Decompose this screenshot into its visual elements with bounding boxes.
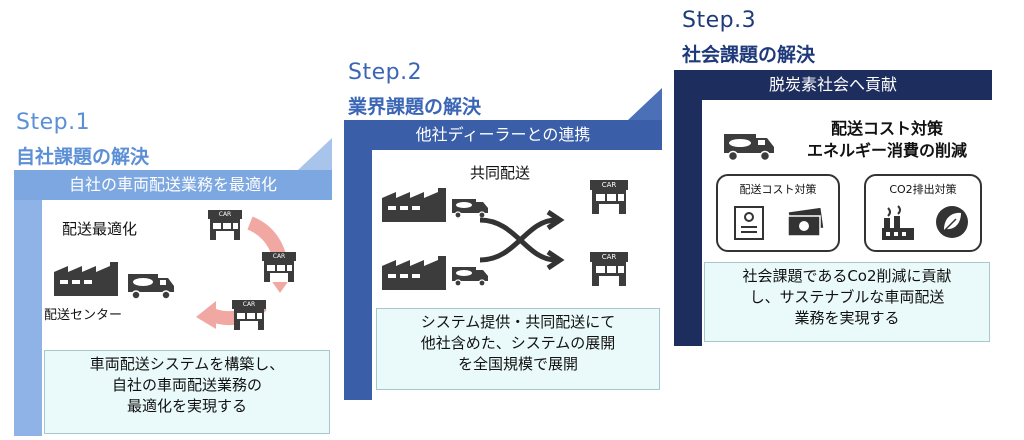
step2-title: 業界課題の解決: [348, 96, 482, 118]
truck-icon: [128, 274, 174, 300]
leaf-icon: [936, 206, 968, 238]
step2-corner-triangle: [628, 88, 662, 120]
step2-caption-line: 他社含めた、システムの展開: [420, 334, 616, 352]
step3-header: 脱炭素社会へ貢献: [674, 70, 992, 100]
step3-title: 社会課題の解決: [682, 44, 816, 66]
factory-icon: [54, 262, 118, 296]
car-shop-sign: CAR: [601, 253, 617, 261]
document-icon: [734, 206, 764, 240]
step3-number: Step.3: [682, 8, 757, 33]
factory-emission-icon: [882, 205, 914, 240]
step1-caption-line: 自社の車両配送業務の: [111, 376, 262, 394]
step3-caption: 社会課題であるCo2削減に貢献 し、サステナブルな車両配送 業務を実現する: [704, 262, 990, 342]
car-shop-sign: CAR: [218, 211, 232, 218]
step3-caption-line: 業務を実現する: [794, 309, 900, 327]
truck-icon: [452, 267, 488, 287]
truck-icon: [724, 134, 774, 162]
step2-header: 他社ディーラーとの連携: [344, 120, 662, 150]
car-shop-icon: CAR: [262, 252, 296, 282]
step2-label: 共同配送: [470, 164, 531, 182]
car-shop-sign: CAR: [601, 181, 617, 189]
step1-corner-triangle: [298, 138, 332, 170]
step1-caption: 車両配送システムを構築し、 自社の車両配送業務の 最適化を実現する: [44, 350, 330, 434]
factory-icon: [382, 188, 446, 222]
step3-subbox-cost: 配送コスト対策: [716, 174, 840, 252]
car-shop-icon: CAR: [232, 300, 266, 330]
step2-caption-line: システム提供・共同配送にて: [420, 313, 616, 331]
car-shop-sign: CAR: [272, 253, 286, 260]
step3-caption-line: し、サステナブルな車両配送: [749, 288, 945, 306]
step3-main-line: エネルギー消費の削減: [806, 141, 967, 160]
step1-caption-line: 最適化を実現する: [126, 397, 247, 415]
truck-icon: [452, 199, 488, 219]
step1-header: 自社の車両配送業務を最適化: [14, 170, 332, 200]
car-shop-icon: CAR: [590, 180, 628, 214]
step1-center-label: 配送センター: [44, 308, 123, 323]
step2-caption: システム提供・共同配送にて 他社含めた、システムの展開 を全国規模で展開: [376, 308, 660, 390]
car-shop-icon: CAR: [590, 252, 628, 286]
car-shop-icon: CAR: [208, 210, 242, 240]
step3-subbox-co2: CO2排出対策: [864, 174, 982, 252]
step3-subbox-title: 配送コスト対策: [739, 183, 817, 196]
step2-number: Step.2: [348, 60, 423, 85]
step1-title: 自社課題の解決: [16, 146, 150, 168]
crossing-arrows-icon: [479, 209, 565, 271]
step3-subbox-title: CO2排出対策: [889, 183, 957, 196]
step2-caption-line: を全国規模で展開: [457, 355, 578, 373]
step3-main-text: 配送コスト対策 エネルギー消費の削減: [782, 118, 992, 162]
factory-icon: [382, 256, 446, 290]
step3-main-line: 配送コスト対策: [830, 119, 943, 138]
money-icon: [787, 208, 824, 237]
step1-number: Step.1: [16, 110, 91, 135]
step1-caption-line: 車両配送システムを構築し、: [89, 355, 285, 373]
car-shop-sign: CAR: [242, 301, 256, 308]
step3-caption-line: 社会課題であるCo2削減に貢献: [742, 267, 952, 285]
step1-label: 配送最適化: [62, 220, 138, 238]
